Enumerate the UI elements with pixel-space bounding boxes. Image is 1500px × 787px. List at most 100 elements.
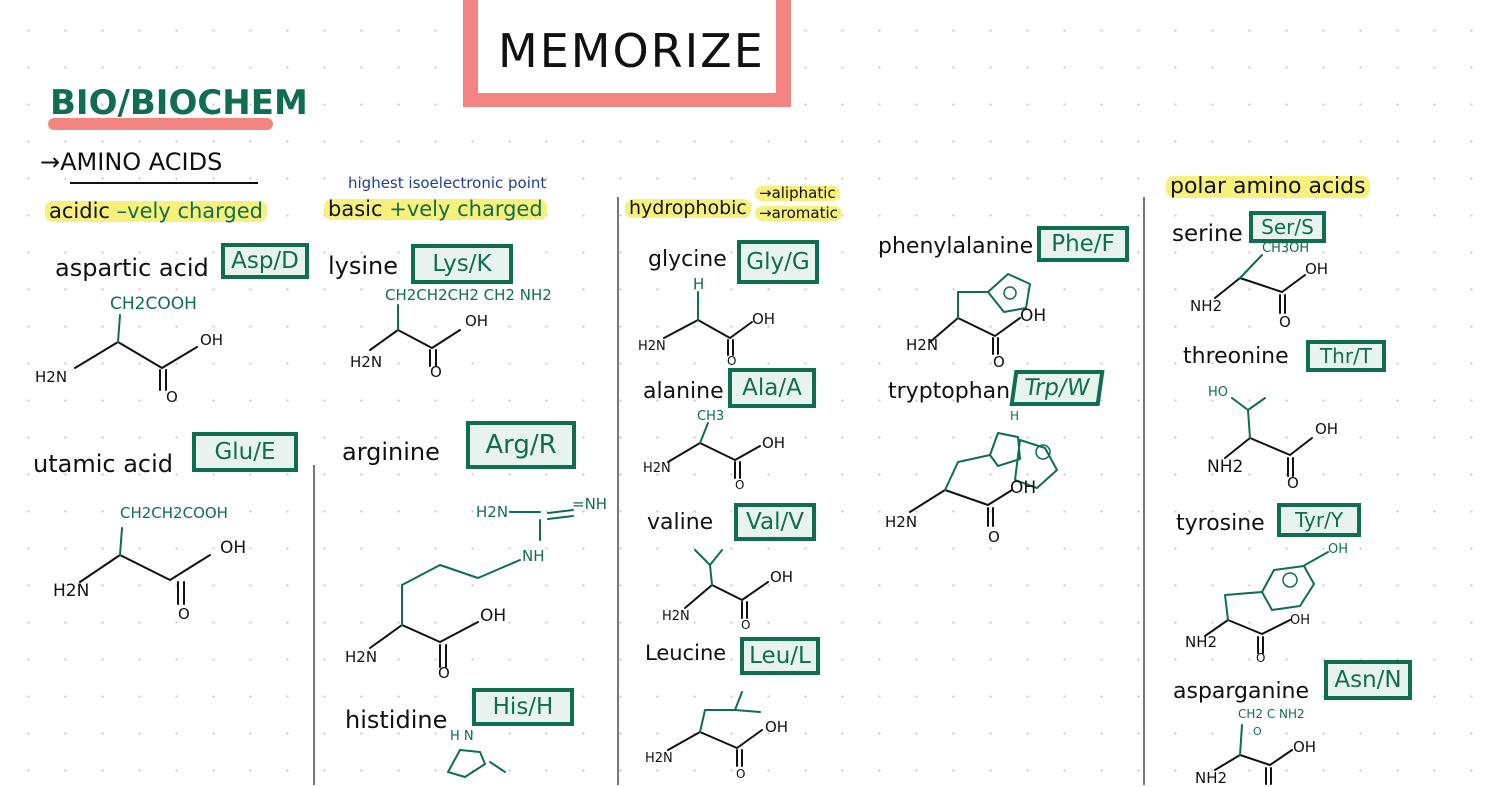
amine-label: H2N: [906, 336, 939, 354]
oxygen-label: O: [741, 618, 751, 632]
group-acidic: acidic –vely charged: [45, 199, 268, 223]
amine-label: H2N: [35, 368, 68, 386]
page-title: MEMORIZE: [498, 24, 765, 78]
oxygen-label: O: [1256, 651, 1266, 665]
amine-label: H2N: [638, 339, 666, 354]
amine-label: NH2: [1185, 633, 1218, 651]
subject-underline: [48, 118, 273, 130]
side-chain: H: [1010, 409, 1020, 423]
group-charge: +vely charged: [389, 197, 543, 221]
oxygen-label: O: [430, 363, 442, 381]
side-chain-nh: NH: [522, 547, 545, 565]
amino-acid-name: alanine: [643, 379, 724, 404]
val-backbone: [684, 581, 769, 609]
oxygen-label: O: [166, 388, 178, 406]
side-chain: CH2COOH: [110, 294, 197, 314]
amine-label: H2N: [53, 581, 90, 601]
hydroxyl-label: OH: [1010, 478, 1037, 498]
group-charge: –vely charged: [116, 199, 264, 223]
oxygen-label: O: [178, 605, 190, 623]
asn-backbone: [1214, 749, 1293, 771]
group-label: basic: [328, 197, 383, 221]
side-chain: CH2CH2COOH: [120, 504, 228, 522]
ala-backbone: [667, 442, 761, 463]
column-divider: [313, 465, 315, 785]
code-badge: Asn/N: [1324, 660, 1412, 700]
oxygen-label: O: [438, 664, 450, 682]
side-chain: H: [693, 275, 705, 293]
side-chain: HO: [1208, 385, 1229, 400]
arg-backbone: [369, 621, 479, 649]
side-chain: CH3: [697, 409, 725, 424]
oxygen-label: O: [727, 354, 737, 368]
hydroxyl-label: OH: [770, 568, 794, 586]
amino-acid-name: lysine: [328, 252, 399, 280]
section-heading: →AMINO ACIDS: [40, 148, 223, 176]
amino-acid-name: tryptophan: [888, 379, 1011, 404]
hydroxyl-label: OH: [465, 312, 489, 330]
hydroxyl-label: OH: [480, 606, 507, 626]
oxygen-label: O: [1287, 474, 1299, 492]
amino-acid-name: threonine: [1183, 344, 1289, 369]
amine-label: H2N: [643, 461, 671, 476]
amino-acid-name: histidine: [345, 706, 448, 734]
amino-acid-name: aspartic acid: [55, 254, 209, 282]
oxygen-label: O: [1279, 313, 1291, 331]
side-chain-imine: =NH: [572, 495, 608, 513]
hydroxyl-label: OH: [765, 718, 789, 736]
isoelectric-note: highest isoelectronic point: [348, 174, 547, 192]
group-hydrophobic: hydrophobic: [625, 199, 751, 218]
side-chain-oxygen: O: [1253, 725, 1262, 738]
amino-acid-name: valine: [647, 510, 714, 535]
group-label: acidic: [49, 199, 110, 223]
code-badge: Tyr/Y: [1277, 503, 1361, 537]
side-chain: CH2CH2CH2 CH2 NH2: [385, 286, 552, 304]
side-chain: CH2 C NH2: [1238, 707, 1305, 721]
amino-acid-name: phenylalanine: [878, 234, 1034, 259]
amino-acid-name: asparganine: [1173, 679, 1310, 704]
code-badge: Glu/E: [192, 432, 298, 472]
group-hydrophobic-aliphatic: →aliphatic: [755, 186, 840, 201]
code-badge: Lys/K: [411, 244, 513, 284]
title-box-inner: [478, 0, 776, 93]
hydroxyl-label: OH: [220, 538, 247, 558]
oxygen-label: O: [988, 528, 1000, 546]
oxygen-label: O: [736, 767, 746, 781]
glu-backbone: [79, 554, 211, 583]
side-chain-amine: H2N: [476, 503, 509, 521]
amine-label: H2N: [350, 353, 383, 371]
amino-acid-name: tyrosine: [1176, 511, 1265, 536]
code-badge: Thr/T: [1306, 340, 1386, 372]
amino-acid-name: arginine: [342, 438, 440, 466]
code-badge: Asp/D: [221, 243, 309, 279]
hydroxyl-label: OH: [200, 331, 224, 349]
amine-label: NH2: [1207, 457, 1244, 477]
hydroxyl-label: OH: [1020, 306, 1047, 326]
side-chain: OH: [1328, 542, 1349, 557]
code-badge: Arg/R: [466, 421, 576, 469]
amino-acid-name: serine: [1172, 221, 1243, 247]
group-basic: basic +vely charged: [324, 199, 547, 220]
code-badge: Leu/L: [740, 637, 820, 675]
amino-acid-name: glycine: [648, 247, 727, 272]
hydroxyl-label: OH: [762, 434, 786, 452]
code-badge: Val/V: [734, 503, 816, 541]
code-badge: Trp/W: [1009, 370, 1105, 406]
oxygen-label: O: [735, 478, 745, 492]
group-hydrophobic-aromatic: →aromatic: [755, 206, 842, 221]
amine-label: H2N: [662, 609, 690, 624]
amine-label: H2N: [345, 648, 378, 666]
column-divider: [1143, 197, 1145, 785]
oxygen-label: O: [993, 353, 1005, 371]
hydroxyl-label: OH: [752, 310, 776, 328]
ser-backbone: [1214, 274, 1306, 299]
amino-acid-name: Leucine: [645, 641, 727, 665]
hydroxyl-label: OH: [1305, 260, 1329, 278]
trp-backbone: [909, 489, 1013, 513]
tyr-backbone: [1204, 619, 1291, 637]
group-polar: polar amino acids: [1166, 176, 1370, 198]
column-divider: [617, 197, 619, 785]
asp-backbone: [74, 341, 198, 369]
hydroxyl-label: OH: [1293, 738, 1317, 756]
code-badge: His/H: [472, 688, 574, 726]
